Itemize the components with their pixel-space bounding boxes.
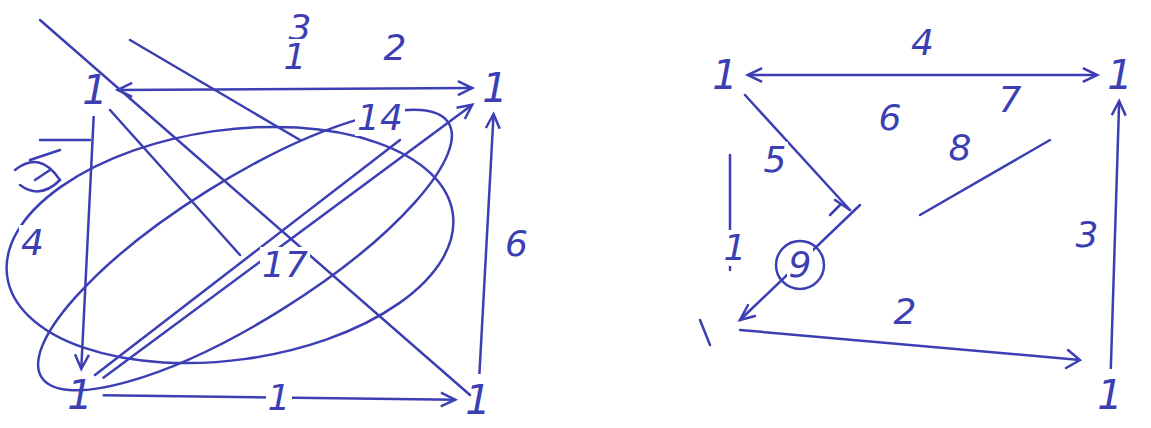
- arrow-connector: [748, 68, 1098, 82]
- callout-number: 6: [877, 100, 904, 136]
- node-text: 1: [465, 377, 490, 423]
- scribble-line: [40, 139, 90, 142]
- callout-number: 1: [722, 230, 749, 266]
- scribble-line: [740, 330, 1080, 368]
- scribble-line: [740, 205, 860, 320]
- callout-number: 2: [382, 30, 409, 66]
- scribble-line: [40, 20, 470, 395]
- scribble-line: [95, 140, 400, 375]
- corner-node: 1: [1101, 53, 1138, 97]
- node-text: 1: [82, 67, 107, 113]
- scribble-ellipse: [0, 100, 469, 390]
- arrowhead: [740, 305, 755, 320]
- callout-number: 5: [762, 142, 789, 178]
- callout-number: 14: [355, 100, 405, 136]
- edge-label: 1: [282, 39, 309, 75]
- edge-label: 4: [19, 225, 46, 261]
- node-text: 1: [712, 52, 737, 98]
- arrow-connector: [75, 116, 94, 369]
- edge-label: 3: [1074, 217, 1101, 253]
- node-text: 1: [1107, 52, 1132, 98]
- node-text: 1: [67, 372, 92, 418]
- scribble-line: [745, 95, 850, 210]
- arrowhead: [830, 200, 850, 215]
- scribble-line: [700, 140, 1050, 345]
- callout-number: 7: [997, 82, 1024, 118]
- scribble-line: [110, 110, 240, 255]
- callout-number: 17: [260, 247, 310, 283]
- arrow-connector: [1111, 101, 1126, 369]
- node-text: 1: [482, 65, 507, 111]
- arrow-connector: [103, 105, 473, 378]
- node-text: 1: [1097, 372, 1122, 418]
- arrow-connector: [118, 81, 473, 97]
- scribble-mark: [15, 162, 60, 191]
- corner-node: 1: [459, 378, 496, 422]
- scribble-circle: [776, 241, 824, 289]
- corner-node: 1: [476, 66, 513, 110]
- edge-label: 4: [909, 25, 936, 61]
- callout-number: 2: [892, 294, 919, 330]
- corner-node: 1: [61, 373, 98, 417]
- corner-node: 1: [1091, 373, 1128, 417]
- corner-node: 1: [706, 53, 743, 97]
- corner-node: 1: [76, 68, 113, 112]
- callout-number: 9: [787, 247, 814, 283]
- callout-number: 8: [947, 130, 974, 166]
- scribble-ellipse: [4, 63, 485, 428]
- arrow-connector: [479, 114, 499, 374]
- edge-label: 1: [266, 380, 293, 416]
- edge-label: 6: [503, 226, 530, 262]
